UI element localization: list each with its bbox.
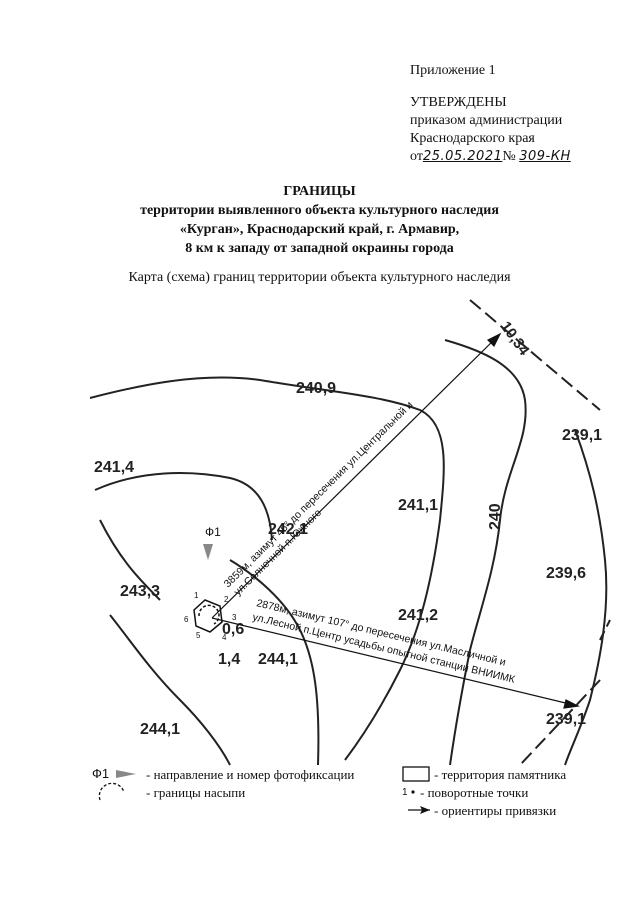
legend-photo-label: - направление и номер фотофиксации (146, 767, 355, 782)
order-date-line: от25.05.2021№ 309-КН (410, 149, 571, 164)
elevation-label: 0,6 (222, 621, 244, 638)
elevation-label: 241,2 (398, 607, 438, 624)
order-line-1: приказом администрации (410, 113, 563, 128)
elevation-label: 239,1 (546, 711, 586, 728)
reference-1-line-1: 3859м, азимут 46° до пересечения ул.Цент… (222, 399, 416, 590)
legend-territory-label: - территория памятника (434, 767, 567, 782)
legend-mound-icon (98, 782, 125, 801)
contour-label: 240 (487, 503, 504, 530)
legend-symbols: Ф1 1 (92, 766, 430, 814)
elevation-label: 240,9 (296, 380, 336, 397)
svg-text:2: 2 (224, 595, 229, 604)
legend-photo-arrow-icon (116, 770, 136, 778)
svg-text:4: 4 (222, 633, 227, 642)
legend-turn-symbol: 1 (402, 787, 408, 798)
approval-block: Приложение 1 УТВЕРЖДЕНЫ приказом админис… (410, 62, 571, 166)
svg-text:5: 5 (196, 631, 201, 640)
legend-photo-symbol: Ф1 (92, 766, 109, 781)
legend-ref-arrow-icon (420, 806, 430, 814)
elevation-label: 244,1 (140, 721, 180, 738)
order-number: 309-КН (519, 149, 571, 164)
order-date: 25.05.2021 (422, 149, 503, 164)
legend-territory-icon (402, 766, 430, 782)
approved-label: УТВЕРЖДЕНЫ (410, 95, 507, 110)
elevation-label: 241,4 (94, 459, 134, 476)
legend-ref-label: - ориентиры привязки (434, 803, 557, 818)
elevation-label: 1,4 (218, 651, 240, 668)
reference-arrows (211, 332, 580, 709)
legend-turn-label: - поворотные точки (420, 785, 529, 800)
svg-text:6: 6 (184, 615, 189, 624)
document-title: ГРАНИЦЫ территории выявленного объекта к… (140, 184, 499, 256)
legend-mound-label: - границы насыпи (146, 785, 246, 800)
order-line-2: Краснодарского края (410, 131, 535, 146)
legend-turn-dot-icon (411, 790, 415, 794)
svg-text:3: 3 (232, 613, 237, 622)
elevation-label: 243,3 (120, 583, 160, 600)
road-line (469, 299, 611, 766)
contour-lines (89, 339, 608, 766)
elevation-label: 239,6 (546, 565, 586, 582)
appendix-label: Приложение 1 (410, 63, 496, 78)
svg-text:1: 1 (194, 591, 199, 600)
road-label: 10,34 (497, 318, 533, 359)
elevation-label: 241,1 (398, 497, 438, 514)
map-subtitle: Карта (схема) границ территории объекта … (128, 270, 511, 285)
photo-direction-icon (203, 544, 213, 560)
elevation-label: 244,1 (258, 651, 298, 668)
turning-points: 1 2 3 4 5 6 (184, 591, 237, 642)
monument-territory (193, 599, 223, 633)
elevation-label: 239,1 (562, 427, 602, 444)
photo-point-label: Ф1 (205, 525, 221, 539)
